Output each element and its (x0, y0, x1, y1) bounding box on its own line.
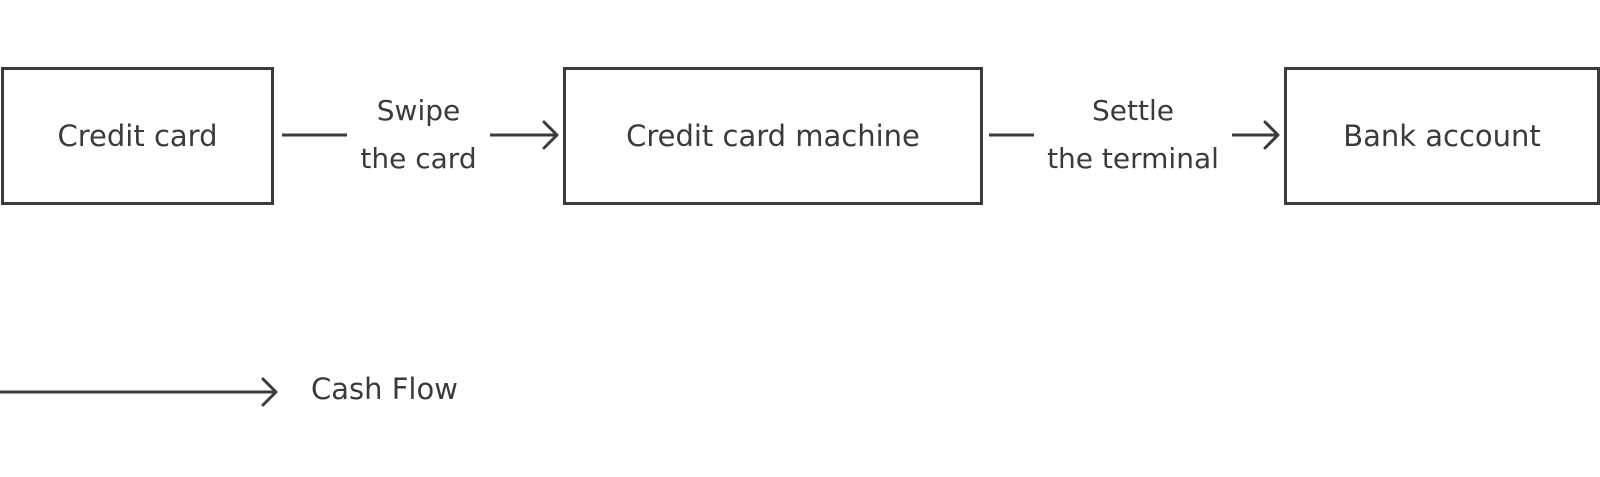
legend-cash-flow-label: Cash Flow (311, 372, 458, 406)
credit-card-label: Credit card (57, 119, 218, 153)
settle-label-line-1: Settle (1092, 94, 1174, 127)
credit-card-node: Credit card (1, 67, 274, 205)
credit-card-machine-label: Credit card machine (626, 119, 920, 153)
bank-account-label: Bank account (1343, 119, 1541, 153)
legend-arrowhead-icon (261, 377, 278, 407)
settle-arrowhead-icon (1263, 120, 1280, 150)
credit-card-machine-node: Credit card machine (563, 67, 983, 205)
settle-edge-label: Settle the terminal (1034, 87, 1232, 183)
bank-account-node: Bank account (1284, 67, 1600, 205)
swipe-label-line-2: the card (360, 142, 477, 175)
swipe-arrowhead-icon (542, 120, 559, 150)
swipe-label-line-1: Swipe (376, 94, 461, 127)
swipe-edge-label: Swipe the card (347, 87, 490, 183)
settle-label-line-2: the terminal (1047, 142, 1219, 175)
